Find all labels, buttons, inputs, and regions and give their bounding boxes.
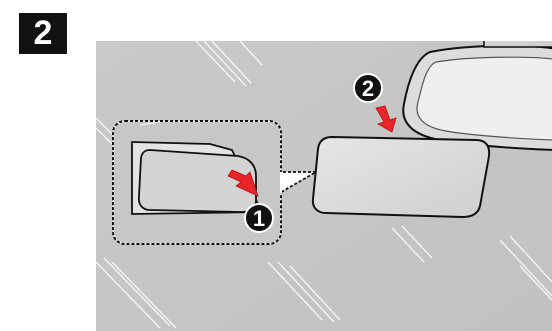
film-corner (137, 149, 257, 213)
callout-label-2: 2 (362, 76, 374, 101)
rearview-mirror (402, 41, 552, 151)
callout-label-1: 1 (253, 206, 265, 231)
lift-arrow-icon (375, 105, 397, 133)
press-arrow-icon (227, 169, 259, 197)
callout-marker-2: 2 (353, 73, 383, 103)
sticker-film (311, 135, 491, 219)
step-number-badge: 2 (19, 13, 67, 54)
callout-detail (114, 121, 280, 243)
callout-marker-1: 1 (244, 203, 274, 233)
